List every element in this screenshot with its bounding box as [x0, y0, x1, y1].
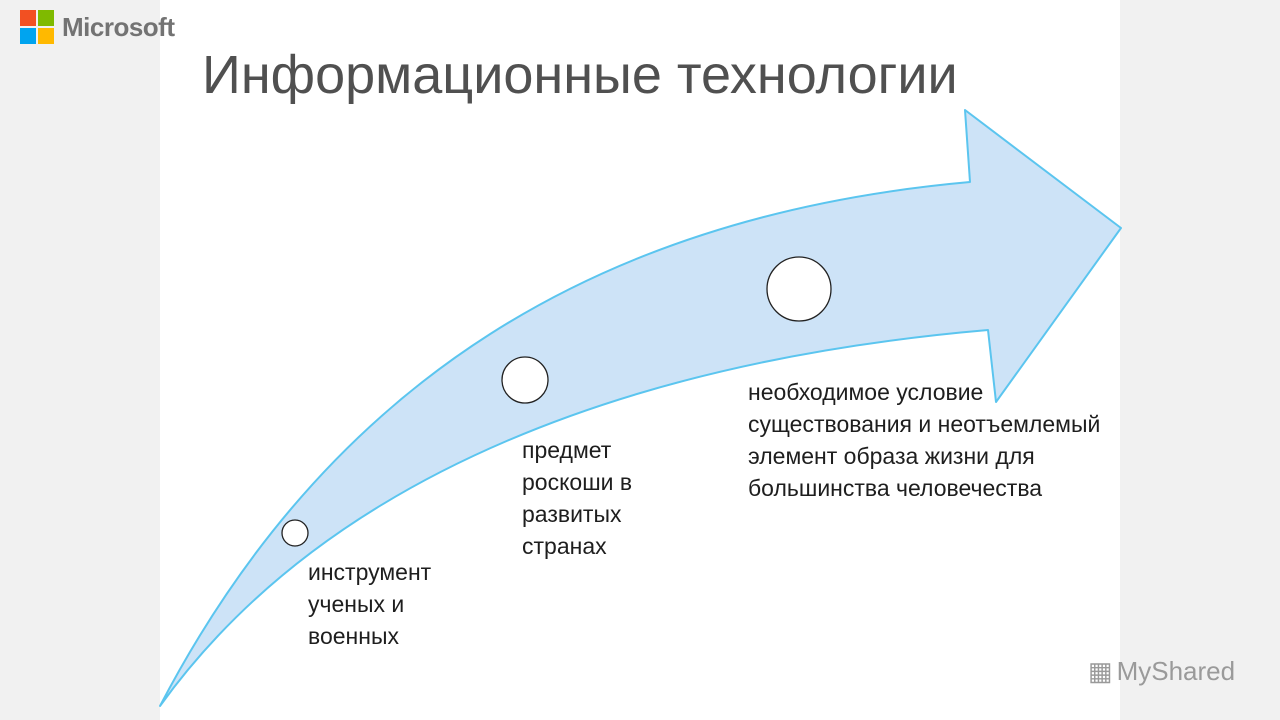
- curved-arrow: [159, 109, 1122, 707]
- stage-1-marker: [281, 519, 309, 547]
- microsoft-logo: Microsoft: [20, 10, 175, 44]
- stage-1-label: инструмент ученых и военных: [308, 559, 432, 649]
- stage-3-marker: [766, 256, 832, 322]
- stage-2-label: предмет роскоши в развитых странах: [522, 437, 633, 559]
- stage-2-marker: [501, 356, 549, 404]
- microsoft-logo-icon: [20, 10, 54, 44]
- slide-title: Информационные технологии: [202, 45, 958, 105]
- myshared-watermark: ▦ MyShared: [1088, 656, 1235, 687]
- watermark-text: MyShared: [1116, 656, 1236, 686]
- logo-square-green: [38, 10, 54, 26]
- presentation-icon: ▦: [1088, 656, 1113, 686]
- stage-3-label: необходимое условие существования и неот…: [748, 379, 1101, 501]
- logo-square-red: [20, 10, 36, 26]
- logo-square-yellow: [38, 28, 54, 44]
- logo-square-blue: [20, 28, 36, 44]
- logo-text: Microsoft: [62, 11, 175, 42]
